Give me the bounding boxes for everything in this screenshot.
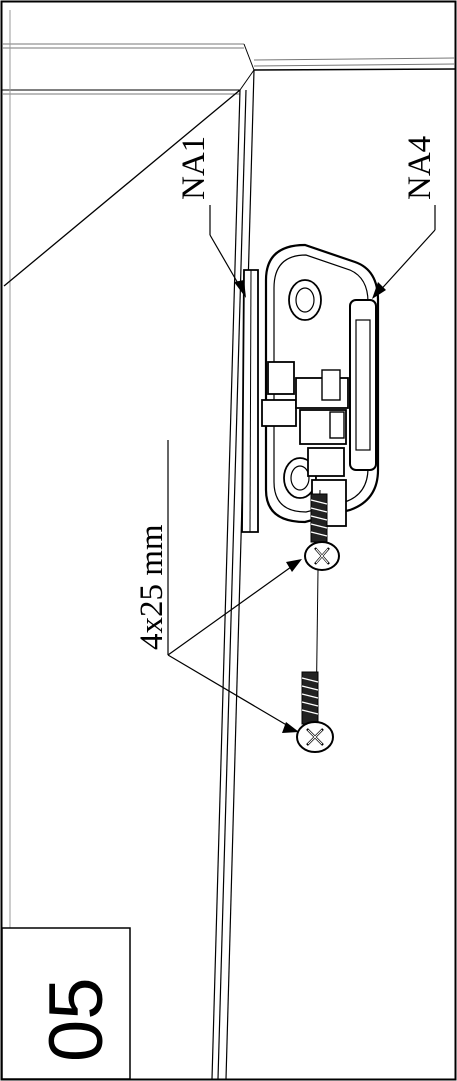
step-number-box xyxy=(1,927,131,1080)
arrowheads xyxy=(234,280,386,733)
cabinet-top-panel xyxy=(2,10,456,1080)
hinge-assembly xyxy=(261,243,380,527)
screw-2 xyxy=(296,569,334,753)
mounting-plate xyxy=(241,269,259,533)
screw-1 xyxy=(304,489,340,571)
label-screw-spec: 4x25 mm xyxy=(134,524,170,650)
label-na1: NA1 xyxy=(176,136,212,200)
label-na4: NA4 xyxy=(402,136,438,200)
step-number: 05 xyxy=(34,977,119,1062)
